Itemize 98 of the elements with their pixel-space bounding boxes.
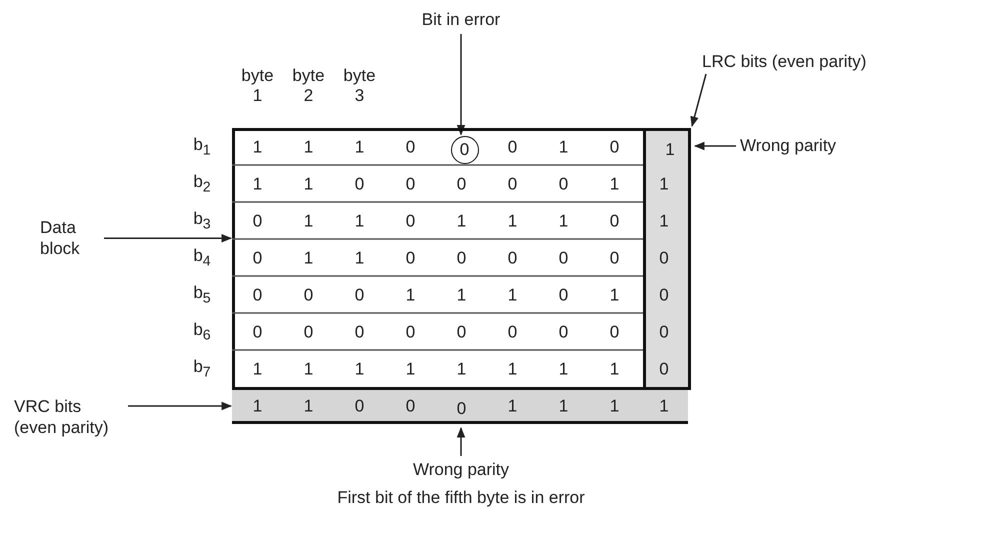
bit-value: 0 bbox=[406, 212, 416, 229]
bit-value: 0 bbox=[508, 323, 518, 340]
bit-value: 0 bbox=[252, 212, 262, 229]
bit-value: 0 bbox=[659, 286, 669, 303]
bit-value: 1 bbox=[252, 397, 262, 414]
annotation-text: Bit in error bbox=[422, 10, 500, 30]
bit-value: 0 bbox=[610, 138, 620, 155]
arrow bbox=[104, 234, 232, 242]
bit-value: 0 bbox=[406, 138, 416, 155]
bit-value: 1 bbox=[406, 286, 416, 303]
bit-value: 0 bbox=[406, 397, 416, 414]
annotation-text: Data block bbox=[40, 217, 100, 260]
bit-value: 0 bbox=[659, 360, 669, 377]
bit-value: 0 bbox=[406, 249, 416, 266]
row-label: b$_{1}$ bbox=[193, 136, 211, 158]
bit-value: 1 bbox=[610, 360, 620, 377]
bit-value: 1 bbox=[508, 360, 518, 377]
row-label: b$_{2}$ bbox=[193, 172, 211, 194]
bit-value: 0 bbox=[304, 323, 314, 340]
bit-value: 0 bbox=[659, 249, 669, 266]
row-label: b$_{4}$ bbox=[193, 246, 211, 268]
parity-table bbox=[232, 128, 688, 424]
bit-value: 1 bbox=[456, 360, 466, 377]
bit-value: 0 bbox=[252, 286, 262, 303]
bit-value: 0 bbox=[508, 175, 518, 192]
bit-value: 0 bbox=[558, 323, 568, 340]
arrow bbox=[456, 426, 466, 456]
bit-value: 1 bbox=[304, 212, 314, 229]
bit-value: 1 bbox=[508, 212, 518, 229]
bit-value: 0 bbox=[558, 286, 568, 303]
bit-value: 0 bbox=[406, 175, 416, 192]
bit-value: 1 bbox=[610, 286, 620, 303]
bit-value: 0 bbox=[456, 323, 466, 340]
bit-value: 1 bbox=[558, 138, 568, 155]
circled-bit: 0 bbox=[450, 136, 478, 164]
bit-value: 0 bbox=[610, 249, 620, 266]
bit-value: 1 bbox=[354, 138, 364, 155]
bit-value: 0 bbox=[659, 323, 669, 340]
bit-value: 1 bbox=[659, 397, 669, 414]
bit-value: 1 bbox=[304, 175, 314, 192]
bit-value: 1 bbox=[252, 360, 262, 377]
bit-value: 1 bbox=[659, 175, 669, 192]
bit-value: 0 bbox=[354, 286, 364, 303]
annotation-text: Wrong parity bbox=[740, 136, 836, 156]
bit-value: 0 bbox=[252, 249, 262, 266]
bit-value: 0 bbox=[508, 249, 518, 266]
bit-value: 0 bbox=[436, 390, 487, 427]
row-label: b$_{6}$ bbox=[193, 320, 211, 342]
vrc-row bbox=[232, 387, 688, 421]
bit-value: 0 bbox=[558, 249, 568, 266]
bit-value: 1 bbox=[659, 212, 669, 229]
row-label: b$_{3}$ bbox=[193, 210, 211, 232]
annotation-text: Wrong parity bbox=[412, 460, 510, 480]
bit-value: 1 bbox=[558, 360, 568, 377]
bit-value: 1 bbox=[456, 286, 466, 303]
bit-value: 0 bbox=[456, 175, 466, 192]
row-label: b$_{5}$ bbox=[193, 284, 211, 306]
bit-value: 1 bbox=[558, 212, 568, 229]
bit-value: 0 bbox=[456, 249, 466, 266]
bit-value: 1 bbox=[406, 360, 416, 377]
column-header: byte 3 bbox=[342, 66, 377, 107]
annotation-text: VRC bits (even parity) bbox=[14, 396, 124, 438]
column-header: byte 2 bbox=[291, 66, 326, 107]
annotation-text: First bit of the fifth byte is in error bbox=[337, 488, 585, 508]
bit-value: 0 bbox=[406, 323, 416, 340]
bit-value: 1 bbox=[354, 249, 364, 266]
bit-value: 1 bbox=[610, 397, 620, 414]
bit-value: 0 bbox=[610, 323, 620, 340]
bit-value: 1 bbox=[610, 175, 620, 192]
bit-value: 0 bbox=[354, 175, 364, 192]
bit-value: 1 bbox=[252, 138, 262, 155]
bit-value: 1 bbox=[558, 397, 568, 414]
lrc-column bbox=[643, 128, 691, 390]
bit-value: 0 bbox=[354, 397, 364, 414]
bit-value: 0 bbox=[354, 323, 364, 340]
bit-value: 0 bbox=[508, 138, 518, 155]
bit-value: 1 bbox=[304, 138, 314, 155]
bit-value: 1 bbox=[354, 360, 364, 377]
bit-value: 1 bbox=[508, 397, 518, 414]
bit-value: 1 bbox=[252, 175, 262, 192]
arrow bbox=[128, 402, 232, 410]
row-label: b$_{7}$ bbox=[193, 358, 211, 380]
arrow bbox=[690, 74, 707, 128]
arrow bbox=[694, 142, 736, 150]
column-header: byte 1 bbox=[240, 66, 275, 107]
bit-value: 0 bbox=[304, 286, 314, 303]
bit-value: 1 bbox=[304, 360, 314, 377]
bit-value: 0 bbox=[610, 212, 620, 229]
bit-value: 1 bbox=[354, 212, 364, 229]
arrow bbox=[456, 34, 466, 136]
bit-value: 1 bbox=[456, 212, 466, 229]
bit-value: 1 bbox=[508, 286, 518, 303]
bit-value: 1 bbox=[304, 249, 314, 266]
bit-value: 1 bbox=[646, 131, 694, 168]
bit-value: 1 bbox=[304, 397, 314, 414]
annotation-text: LRC bits (even parity) bbox=[702, 52, 866, 72]
bit-value: 0 bbox=[558, 175, 568, 192]
bit-value: 0 bbox=[252, 323, 262, 340]
